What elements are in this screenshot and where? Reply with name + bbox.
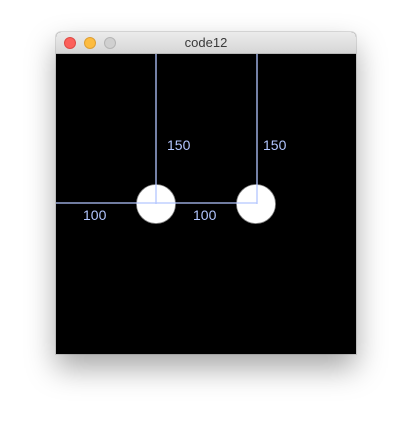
minimize-button[interactable] — [84, 37, 96, 49]
label-vertical-150-b: 150 — [263, 137, 287, 153]
title-bar[interactable]: code12 — [56, 32, 356, 54]
label-vertical-150-a: 150 — [167, 137, 191, 153]
app-window: code12 150 150 100 100 — [56, 32, 356, 354]
label-horizontal-100-b: 100 — [193, 207, 217, 223]
canvas-background — [56, 54, 356, 354]
sketch-canvas: 150 150 100 100 — [56, 54, 356, 354]
window-title: code12 — [184, 35, 228, 50]
circle-2 — [236, 184, 276, 224]
label-horizontal-100-a: 100 — [83, 207, 107, 223]
sketch-drawing: 150 150 100 100 — [56, 54, 356, 354]
zoom-button[interactable] — [104, 37, 116, 49]
close-button[interactable] — [64, 37, 76, 49]
